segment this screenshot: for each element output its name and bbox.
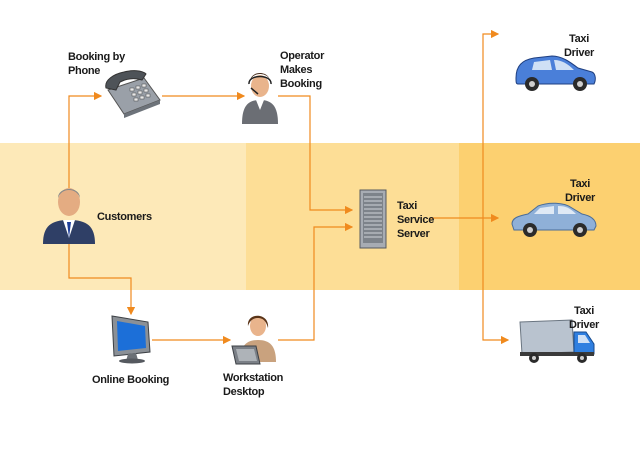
label-taxi-service-server: Taxi Service Server bbox=[397, 200, 435, 240]
label-taxi-driver-2: Taxi Driver bbox=[565, 178, 595, 204]
workstation-user-icon bbox=[231, 315, 276, 365]
connector-workstation-server bbox=[278, 222, 354, 341]
label-booking-by-phone: Booking by Phone bbox=[68, 51, 125, 77]
band-server-zone bbox=[246, 143, 459, 290]
label-workstation-desktop: Workstation Desktop bbox=[223, 372, 284, 398]
car-icon bbox=[515, 55, 596, 91]
label-taxi-driver-1: Taxi Driver bbox=[564, 33, 594, 59]
truck-icon bbox=[519, 319, 595, 363]
businessman-icon bbox=[43, 188, 95, 244]
telephone-icon bbox=[105, 70, 161, 118]
connector-customer-online bbox=[68, 242, 136, 316]
label-operator-makes-booking: Operator Makes Booking bbox=[280, 50, 325, 90]
sedan-icon bbox=[511, 202, 597, 237]
label-customers: Customers bbox=[97, 211, 152, 223]
band-customers-zone bbox=[0, 143, 246, 290]
connector-customer-phone bbox=[68, 91, 103, 188]
server-icon bbox=[359, 189, 387, 249]
operator-icon bbox=[242, 73, 278, 124]
connector-hub-driver-3 bbox=[482, 218, 510, 345]
monitor-icon bbox=[111, 315, 151, 364]
label-taxi-driver-3: Taxi Driver bbox=[569, 305, 599, 331]
connector-operator-server bbox=[278, 95, 354, 215]
label-online-booking: Online Booking bbox=[92, 374, 170, 386]
connector-hub-driver-1 bbox=[482, 29, 500, 218]
